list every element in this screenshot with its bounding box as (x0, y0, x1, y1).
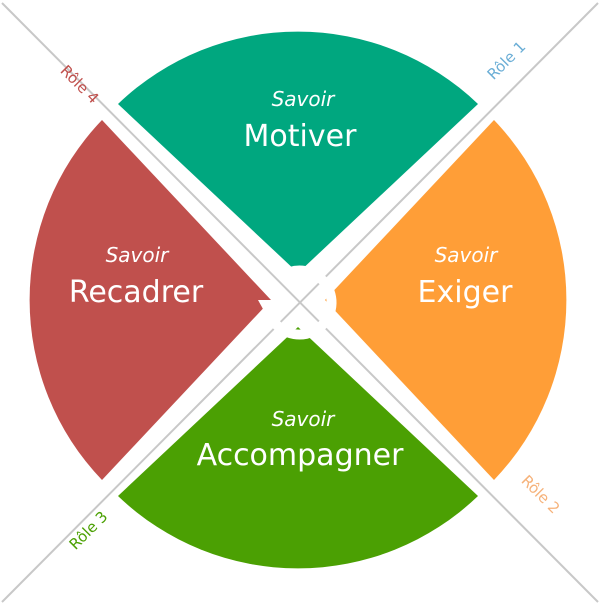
sector-exiger-title: Exiger (418, 275, 514, 310)
sector-motiver (118, 31, 478, 273)
sector-recadrer-prefix: Savoir (106, 243, 171, 267)
sector-accompagner (118, 327, 478, 569)
cycle-arrow-icon (258, 265, 337, 340)
role-label-1: Rôle 1 (484, 38, 530, 84)
sector-recadrer-title: Recadrer (69, 275, 204, 310)
sector-accompagner-prefix: Savoir (272, 407, 337, 431)
sector-recadrer (29, 120, 271, 480)
role-label-4: Rôle 4 (57, 62, 103, 108)
role-label-2: Rôle 2 (518, 472, 564, 518)
sector-accompagner-title: Accompagner (197, 438, 405, 473)
sector-exiger (325, 120, 567, 480)
sector-motiver-title: Motiver (244, 119, 358, 154)
sector-exiger-prefix: Savoir (435, 243, 500, 267)
sector-motiver-prefix: Savoir (272, 87, 337, 111)
